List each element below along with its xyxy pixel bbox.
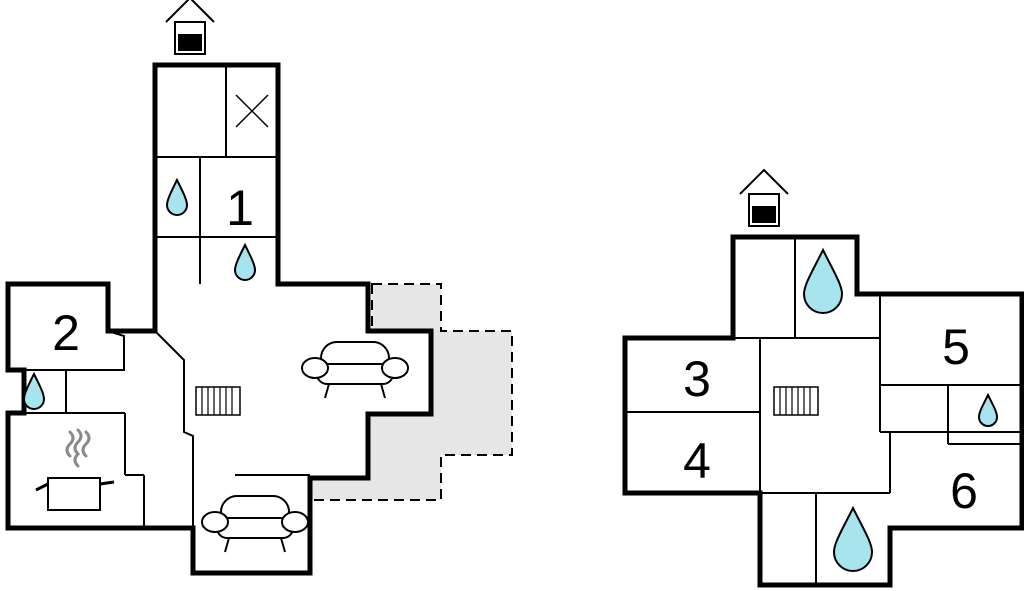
- room-4-label: 4: [683, 433, 711, 489]
- room-2-label: 2: [52, 305, 80, 361]
- kitchen-icon: [35, 428, 115, 511]
- right-unit: 3 4 5 6: [622, 169, 1024, 588]
- room-5-label: 5: [942, 319, 970, 375]
- bathroom-icon-tower-left: [165, 177, 189, 216]
- room-1-label: 1: [226, 180, 254, 236]
- room-6-label: 6: [950, 463, 978, 519]
- stairs-icon-right: [773, 386, 819, 416]
- bathroom-icon-tower-lower: [233, 242, 257, 281]
- bathroom-icon-small-right: [977, 392, 999, 427]
- terrace: [309, 283, 513, 501]
- bathroom-icon-left-small: [22, 371, 46, 410]
- sofa-icon-living: [301, 341, 409, 399]
- entrance-icon-right: [739, 169, 789, 227]
- sofa-icon-lower: [201, 495, 309, 553]
- void-cross-icon: [235, 94, 269, 128]
- left-unit-outer-wall: [5, 62, 434, 576]
- room-3-label: 3: [683, 351, 711, 407]
- bathroom-icon-bottom: [832, 505, 874, 572]
- right-unit-outer-wall: [622, 234, 1024, 588]
- left-unit: 1 2: [5, 0, 513, 576]
- stairs-icon-left: [195, 386, 241, 416]
- entrance-icon-left: [165, 0, 215, 55]
- bathroom-icon-top: [802, 247, 844, 314]
